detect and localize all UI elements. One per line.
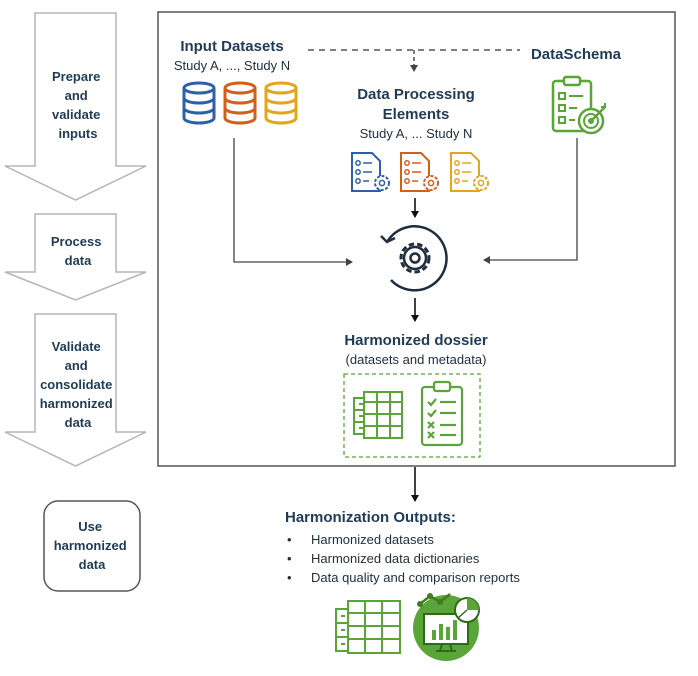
step-validate-line: consolidate: [40, 377, 112, 392]
step-prepare-line: validate: [52, 107, 100, 122]
step-process-line: data: [65, 253, 93, 268]
step-process-line: Process: [51, 234, 102, 249]
dpe-title-line2: Elements: [383, 106, 450, 123]
table-stack-icon: [353, 391, 403, 439]
arrow-inputs-to-process: [233, 138, 353, 266]
output-item: Harmonized datasets: [311, 532, 434, 547]
output-table-icon: [335, 600, 401, 654]
step-use: Use harmonized data: [43, 500, 141, 592]
step-prepare-line: inputs: [59, 126, 98, 141]
step-validate-line: Validate: [52, 339, 101, 354]
database-icon-orange: [223, 81, 257, 125]
step-prepare-line: Prepare: [52, 69, 100, 84]
svg-text:Prepare and valida: Prepare and validate inputs: [52, 69, 104, 141]
processing-doc-icon-blue: [351, 152, 390, 192]
schema-title: DataSchema: [531, 46, 622, 63]
input-datasets-subtitle: Study A, ..., Study N: [174, 58, 290, 73]
dpe-title-line1: Data Processing: [357, 86, 475, 103]
step-use-line: data: [79, 557, 107, 572]
bullet: •: [287, 532, 292, 547]
dpe-subtitle: Study A, ... Study N: [360, 126, 473, 141]
step-prepare-line: and: [65, 88, 88, 103]
step-use-line: Use: [78, 519, 102, 534]
outputs-list: • Harmonized datasets • Harmonized data …: [287, 532, 520, 585]
svg-text:Use harmonized dat: Use harmonized data: [54, 519, 131, 572]
step-validate-line: harmonized: [40, 396, 113, 411]
step-use-line: harmonized: [54, 538, 127, 553]
step-validate-line: data: [65, 415, 93, 430]
input-datasets-title: Input Datasets: [180, 38, 283, 55]
step-validate: Validate and consolidate harmonized data: [4, 313, 147, 467]
processing-doc-icon-orange: [400, 152, 439, 192]
step-validate-line: and: [65, 358, 88, 373]
report-monitor-icon: [413, 593, 480, 661]
schema-target-icon: [551, 75, 606, 135]
bullet: •: [287, 570, 292, 585]
dossier-subtitle: (datasets and metadata): [346, 352, 487, 367]
svg-text:Validate and conso: Validate and consolidate harmonized data: [40, 339, 117, 430]
svg-text:Process data: Process data: [51, 234, 105, 268]
processing-doc-icon-yellow: [450, 152, 489, 192]
step-prepare: Prepare and validate inputs: [4, 12, 147, 201]
process-gear-icon: [380, 225, 448, 292]
step-process: Process data: [4, 213, 147, 301]
database-icon-blue: [182, 81, 216, 125]
output-item: Data quality and comparison reports: [311, 570, 520, 585]
output-item: Harmonized data dictionaries: [311, 551, 480, 566]
bullet: •: [287, 551, 292, 566]
outputs-title: Harmonization Outputs:: [285, 509, 456, 526]
database-icon-yellow: [264, 81, 298, 125]
process-box: [157, 11, 676, 467]
checklist-icon: [420, 380, 464, 447]
arrow-schema-to-process: [483, 138, 578, 264]
dossier-title: Harmonized dossier: [344, 332, 488, 349]
dossier-box: [343, 373, 481, 458]
